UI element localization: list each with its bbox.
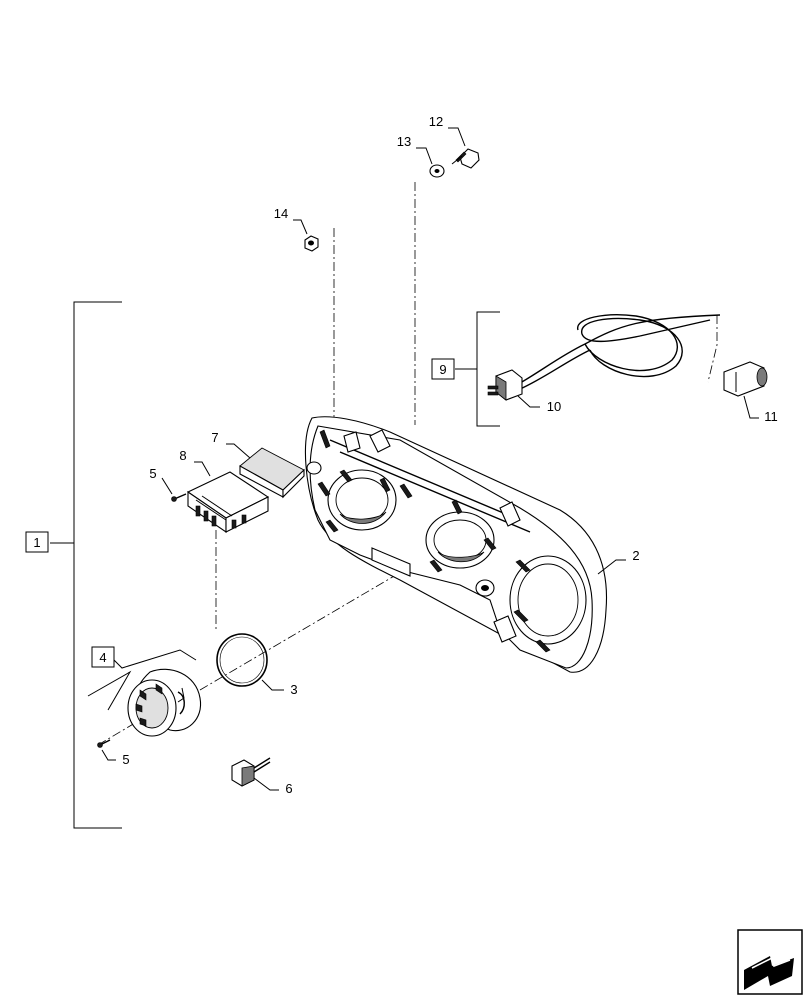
callout-10: 10 [517, 395, 561, 414]
callout-12: 12 [429, 114, 466, 147]
cover-plate-part-7 [239, 447, 305, 499]
svg-text:9: 9 [439, 362, 446, 377]
wire-harness-part-9 [514, 314, 721, 391]
svg-text:10: 10 [547, 399, 561, 414]
connector-part-10 [487, 369, 523, 401]
arrow-forward-icon[interactable] [737, 929, 803, 995]
assembly-bracket-9 [455, 311, 500, 427]
callout-6: 6 [253, 777, 293, 796]
screw-part-5-lower [97, 739, 111, 748]
svg-text:5: 5 [122, 752, 129, 767]
svg-text:1: 1 [33, 535, 40, 550]
svg-text:2: 2 [632, 548, 639, 563]
svg-text:13: 13 [397, 134, 411, 149]
callout-2: 2 [597, 548, 640, 575]
washer-part-13 [429, 164, 445, 178]
callout-5-lower: 5 [101, 749, 130, 767]
rotary-switch-part-4 [127, 668, 202, 737]
screw-part-5-upper [171, 493, 187, 502]
callout-14: 14 [274, 206, 308, 235]
svg-text:12: 12 [429, 114, 443, 129]
assembly-bracket-1 [50, 301, 122, 829]
svg-text:7: 7 [211, 430, 218, 445]
nut-part-14 [304, 235, 319, 252]
connector-part-11 [723, 361, 768, 397]
svg-text:14: 14 [274, 206, 288, 221]
callout-5-upper: 5 [149, 466, 173, 495]
svg-text:3: 3 [290, 682, 297, 697]
bolt-part-12 [451, 148, 480, 169]
callout-11: 11 [743, 395, 778, 424]
callout-1: 1 [25, 531, 49, 553]
callout-3: 3 [261, 679, 298, 697]
sensor-part-6 [231, 757, 271, 787]
control-module-part-8 [186, 471, 270, 534]
svg-text:8: 8 [179, 448, 186, 463]
callout-7: 7 [211, 430, 251, 459]
callout-8: 8 [179, 448, 211, 477]
callout-13: 13 [397, 134, 433, 165]
callout-9: 9 [431, 358, 455, 380]
svg-text:4: 4 [99, 650, 106, 665]
gasket-ring-part-3 [216, 633, 268, 687]
svg-text:6: 6 [285, 781, 292, 796]
svg-text:11: 11 [764, 409, 778, 424]
svg-text:5: 5 [149, 466, 156, 481]
instrument-housing-part-2 [304, 416, 608, 673]
callout-4: 4 [87, 646, 197, 711]
